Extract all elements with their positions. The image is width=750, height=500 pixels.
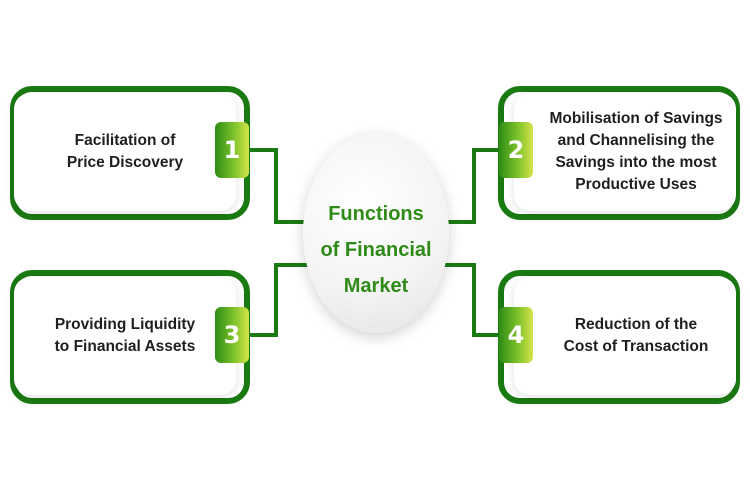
item-1-card: Facilitation of Price Discovery [14, 93, 236, 211]
connector-4 [430, 263, 500, 337]
connector-2 [430, 148, 500, 224]
item-3-card: Providing Liquidity to Financial Assets [14, 277, 236, 395]
item-2-line4: Productive Uses [575, 176, 697, 193]
center-title-line1: Functions [328, 203, 424, 225]
item-3-number-badge: 3 [215, 307, 249, 363]
item-1-number-badge: 1 [215, 122, 249, 178]
item-3-text: Providing Liquidity to Financial Assets [55, 314, 196, 358]
item-4-number-badge: 4 [499, 307, 533, 363]
center-title-line2: of Financial [320, 239, 432, 261]
item-1-text: Facilitation of Price Discovery [67, 130, 183, 174]
item-2-line1: Mobilisation of Savings [549, 110, 723, 127]
connector-1 [248, 148, 322, 224]
item-1-line1: Facilitation of [74, 132, 176, 149]
item-3-line1: Providing Liquidity [54, 316, 196, 333]
item-1-line2: Price Discovery [66, 154, 184, 171]
item-4-card: Reduction of the Cost of Transaction [514, 277, 736, 395]
item-4-line1: Reduction of the [574, 316, 698, 333]
center-title: Functions of Financial Market [303, 196, 449, 304]
connector-3 [248, 263, 322, 337]
item-2-number-badge: 2 [499, 122, 533, 178]
item-2-text: Mobilisation of Savings and Channelising… [549, 108, 722, 196]
center-circle [303, 133, 449, 333]
item-4-text: Reduction of the Cost of Transaction [564, 314, 709, 358]
item-4-line2: Cost of Transaction [563, 338, 709, 355]
item-2-line2: and Channelising the [557, 132, 715, 149]
item-2-line3: Savings into the most [555, 154, 717, 171]
item-2-card: Mobilisation of Savings and Channelising… [514, 93, 736, 211]
center-title-line3: Market [343, 275, 409, 297]
item-3-line2: to Financial Assets [54, 338, 196, 355]
